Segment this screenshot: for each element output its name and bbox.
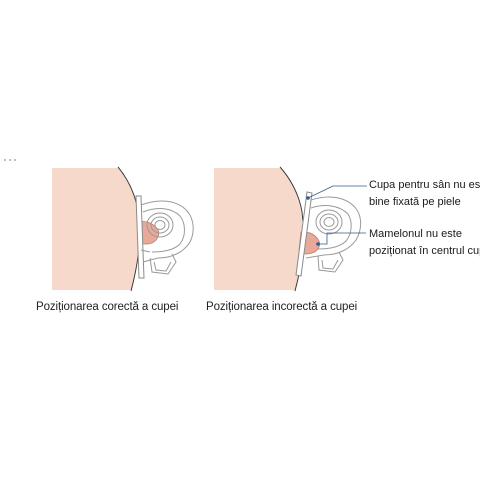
callout-nipple-line1: Mamelonul nu este <box>369 228 462 240</box>
breast-shield-incorrect <box>295 191 362 277</box>
callout-cup-line2: bine fixată pe piele <box>369 196 461 208</box>
incorrect-positioning-illustration <box>214 166 367 292</box>
breast-shield-correct <box>135 195 194 279</box>
callout-nipple-not-centered: Mamelonul nu este poziționat în centrul … <box>369 226 480 260</box>
caption-correct: Poziționarea corectă a cupei <box>36 301 179 313</box>
leader-nipple-not-centered <box>316 232 366 246</box>
leader-cup-not-fixed <box>306 185 367 200</box>
breast-shape-incorrect <box>214 166 305 292</box>
callout-nipple-line2: poziționat în centrul cupei <box>369 245 480 257</box>
correct-positioning-illustration <box>52 166 194 292</box>
callout-cup-not-fixed: Cupa pentru sân nu este bine fixată pe p… <box>369 177 480 211</box>
edge-marks <box>4 159 16 161</box>
breast-shape-correct <box>52 166 141 292</box>
callout-cup-line1: Cupa pentru sân nu este <box>369 179 480 191</box>
caption-incorrect: Poziționarea incorectă a cupei <box>206 301 358 313</box>
